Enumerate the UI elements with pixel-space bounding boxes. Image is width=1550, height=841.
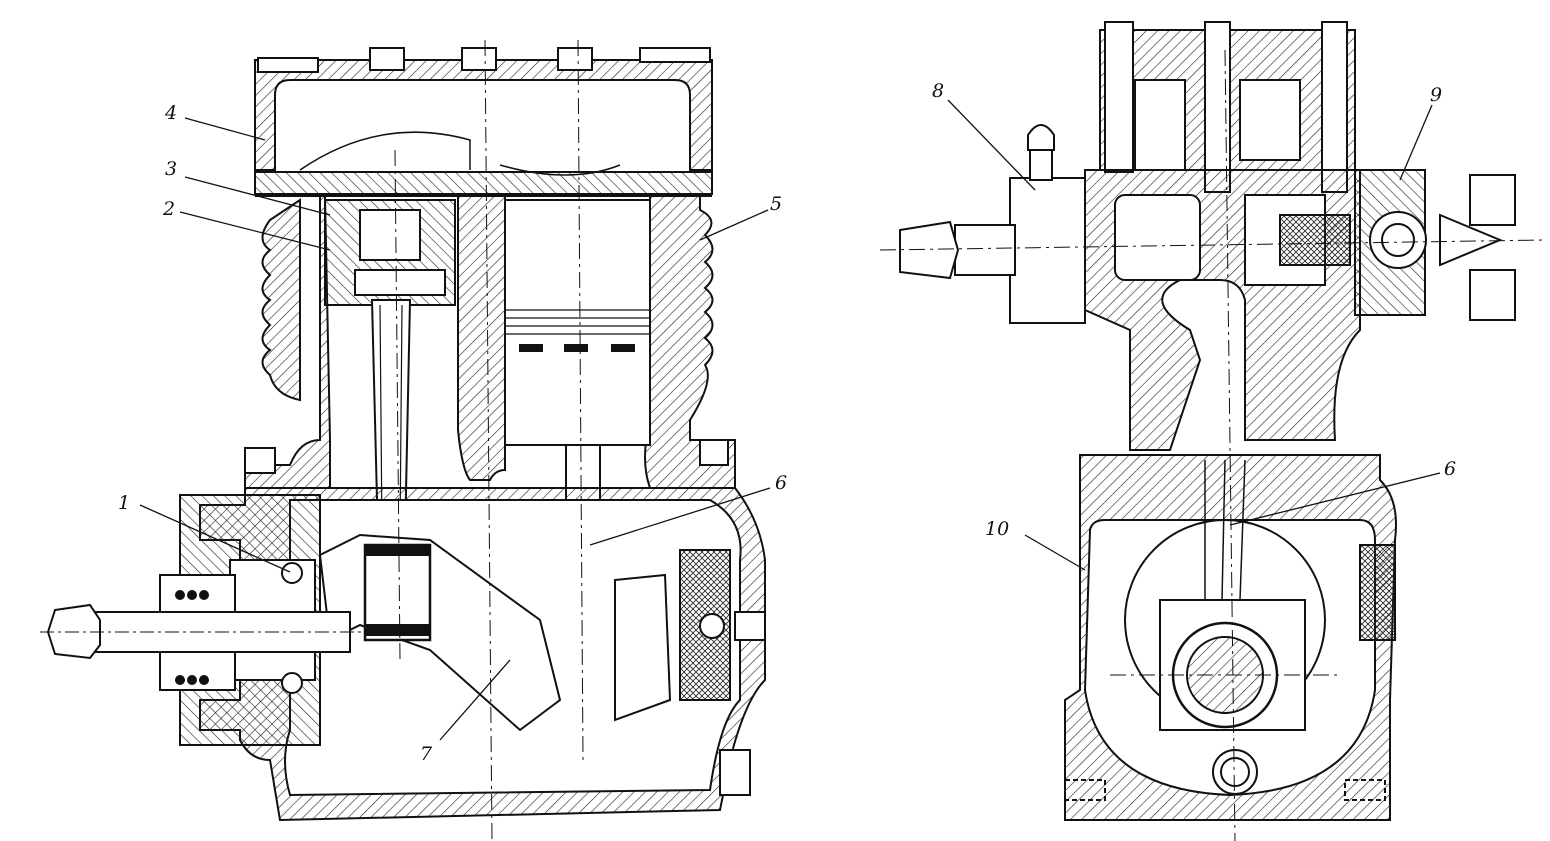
right-side-bearing	[1359, 544, 1396, 641]
base-bolt	[719, 749, 751, 796]
label-8: 8	[932, 80, 945, 102]
valve-plate	[254, 171, 713, 195]
label-3: 3	[165, 158, 178, 180]
right-piston	[504, 199, 651, 446]
central-wall	[457, 195, 506, 481]
base-feet	[1064, 779, 1386, 801]
left-leader-lines	[139, 117, 771, 741]
label-6-left: 6	[775, 472, 788, 494]
head-bolt-4	[557, 47, 593, 71]
head-bolt-5	[639, 47, 711, 63]
label-10: 10	[985, 518, 1010, 540]
cylinder-head-cover	[254, 59, 713, 171]
right-section-view	[879, 21, 1546, 841]
cooling-fins-left	[261, 198, 301, 402]
label-6-right: 6	[1444, 458, 1457, 480]
label-7: 7	[420, 743, 433, 765]
head-bolt-2	[369, 47, 405, 71]
inlet-fitting	[1009, 177, 1086, 324]
label-1: 1	[118, 492, 131, 514]
label-5: 5	[770, 193, 783, 215]
right-leader-lines	[947, 99, 1441, 571]
left-section-view	[40, 39, 766, 841]
label-2: 2	[163, 198, 176, 220]
label-4: 4	[165, 102, 178, 124]
label-9: 9	[1430, 84, 1443, 106]
head-bolt-1	[257, 57, 319, 73]
head-bolt-3	[461, 47, 497, 71]
